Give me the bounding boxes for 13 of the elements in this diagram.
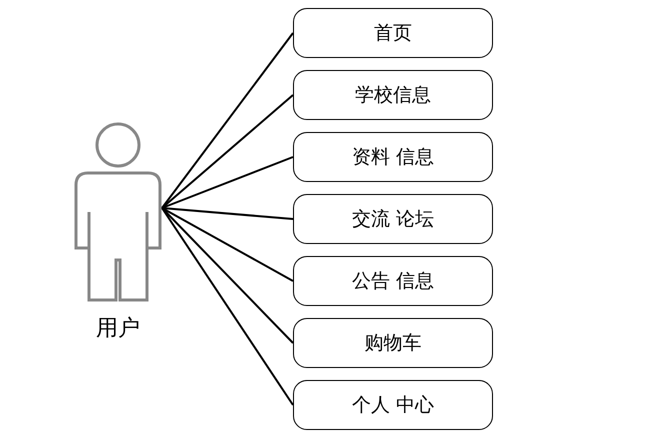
- use-case-box: 交流 论坛: [293, 194, 493, 244]
- use-case-box: 公告 信息: [293, 256, 493, 306]
- actor-label: 用户: [95, 315, 141, 343]
- connector-line: [161, 207, 294, 406]
- connector-line: [161, 32, 294, 209]
- connector-line: [162, 207, 294, 220]
- use-case-box: 资料 信息: [293, 132, 493, 182]
- use-case-box: 首页: [293, 8, 493, 58]
- use-case-box: 个人 中心: [293, 380, 493, 430]
- connector-line: [162, 156, 294, 209]
- use-case-box: 学校信息: [293, 70, 493, 120]
- use-case-box: 购物车: [293, 318, 493, 368]
- connector-line: [162, 207, 294, 282]
